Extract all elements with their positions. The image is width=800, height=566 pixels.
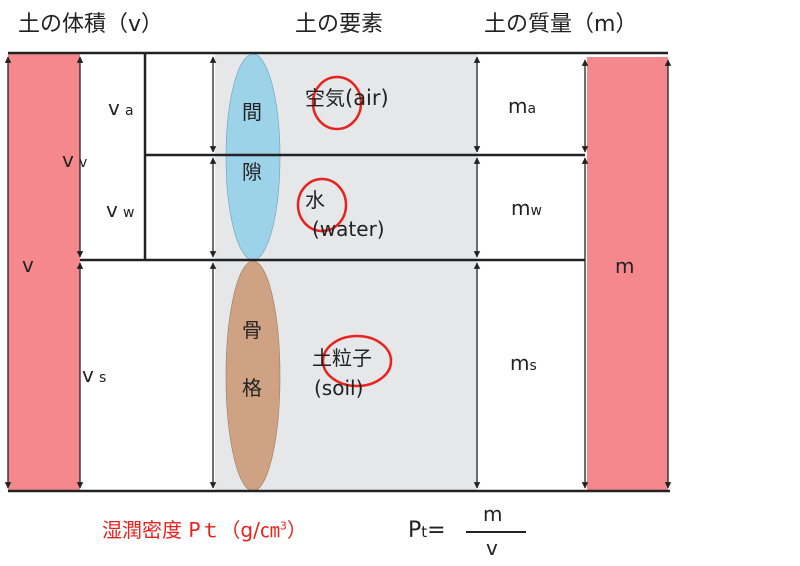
label-ms-main: m xyxy=(510,351,530,375)
label-vv-sub: v xyxy=(78,155,88,171)
header-mass: 土の質量（m） xyxy=(484,12,638,37)
label-ms-sub: s xyxy=(529,358,537,374)
formula-title-text: 湿潤密度 Ρｔ（g/㎝ xyxy=(102,518,280,542)
label-ma: ma xyxy=(508,96,536,116)
header-volume: 土の体積（v） xyxy=(18,12,164,37)
label-m: m xyxy=(615,254,635,278)
volume-bar xyxy=(8,54,80,491)
label-ma-sub: a xyxy=(527,101,537,117)
header-elements: 土の要素 xyxy=(295,12,384,37)
air-jp: 空気 xyxy=(305,86,345,110)
label-vv-main: v xyxy=(62,148,74,172)
water-jp: 水 xyxy=(305,188,325,212)
label-mw-main: m xyxy=(511,196,531,220)
soil-jp: 土粒子 xyxy=(312,346,372,370)
void-label-1: 間 xyxy=(242,100,262,124)
formula-title-sup: 3 xyxy=(279,519,287,533)
air-label: 空気(air) xyxy=(305,88,389,109)
label-v: v xyxy=(22,253,34,277)
label-ms: ms xyxy=(510,353,537,373)
label-va-sub: a xyxy=(124,103,134,119)
label-vv: v v xyxy=(62,150,87,170)
phase-lines xyxy=(8,51,670,493)
mass-bar xyxy=(587,57,668,491)
dimension-arrows xyxy=(4,56,672,489)
label-va-main: v xyxy=(108,96,120,120)
formula-title: 湿潤密度 Ρｔ（g/㎝3） xyxy=(102,520,307,540)
void-label-2: 隙 xyxy=(242,160,262,184)
formula-lhs: Ρt= xyxy=(408,520,446,542)
formula-denominator: v xyxy=(486,536,498,560)
label-vs-sub: s xyxy=(98,370,107,386)
air-en: (air) xyxy=(345,86,389,110)
label-ma-main: m xyxy=(508,94,528,118)
label-vw-main: v xyxy=(106,198,118,222)
formula-title-close: ） xyxy=(286,518,307,542)
formula-lhs-symbol: Ρ xyxy=(408,518,422,543)
label-mw-sub: w xyxy=(530,203,542,219)
label-mw: mw xyxy=(511,198,542,218)
formula-numerator: m xyxy=(483,502,503,526)
label-vw-sub: w xyxy=(122,205,135,221)
label-vs-main: v xyxy=(82,363,94,387)
soil-highlight-circle xyxy=(321,334,393,388)
label-va: v a xyxy=(108,98,134,118)
void-ellipse xyxy=(225,53,281,261)
skeleton-label-2: 格 xyxy=(242,376,262,400)
water-highlight-circle xyxy=(296,177,348,233)
formula-lhs-sub: t xyxy=(421,523,428,541)
label-vw: v w xyxy=(106,200,134,220)
label-vs: v s xyxy=(82,365,106,385)
air-highlight-circle xyxy=(311,75,363,131)
formula-eq: = xyxy=(427,518,446,543)
skeleton-label-1: 骨 xyxy=(242,318,262,342)
water-en: (water) xyxy=(312,217,385,241)
soil-en: (soil) xyxy=(314,376,364,400)
